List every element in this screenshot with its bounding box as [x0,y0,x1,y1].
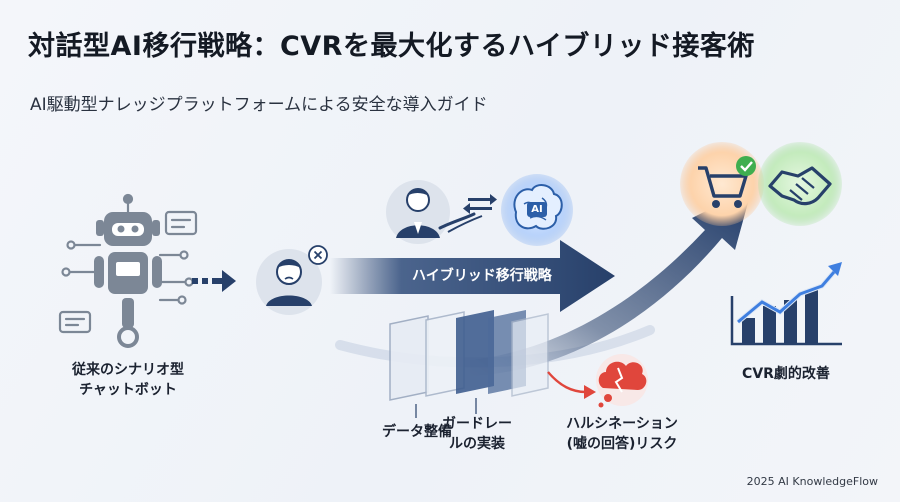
legacy-chatbot-label: 従来のシナリオ型 チャットボット [58,360,198,400]
operator-icon [386,180,483,244]
page-subtitle: AI駆動型ナレッジプラットフォームによる安全な導入ガイド [30,95,488,115]
transition-arrow [192,270,236,292]
hybrid-strategy-label: ハイブリッド移行戦略 [412,268,552,284]
error-icon [308,245,328,265]
data-prep-label: データ整備 [382,424,452,440]
exchange-arrows-icon [463,194,497,214]
guardrail-label: ガードレー ルの実装 [432,414,522,454]
shopping-cart-icon [680,142,764,226]
hallucination-risk-label: ハルシネーション (嘘の回答)リスク [552,414,692,454]
check-icon [736,156,756,176]
guardrail-label-line2: ルの実装 [449,436,505,452]
guardrail-label-line1: ガードレー [442,416,512,432]
hallucination-risk-icon [596,354,648,408]
legacy-chatbot-label-line1: 従来のシナリオ型 [72,362,184,378]
robot-body [94,212,162,348]
risk-arrowhead [584,385,596,399]
frustrated-user-icon [256,249,322,315]
handshake-icon [758,142,842,226]
hybrid-strategy-arrow [330,240,615,312]
ai-badge: AI [531,204,543,215]
hallucination-risk-label-line2: (嘘の回答)リスク [566,436,678,452]
legacy-chatbot-label-line2: チャットボット [79,382,177,398]
ai-brain-icon [501,174,573,246]
growth-chart-icon [730,262,842,346]
robot-icon [58,193,198,334]
hallucination-risk-label-line1: ハルシネーション [566,416,678,432]
filter-panels [389,310,549,401]
risk-deflect-arrow [547,371,587,394]
cvr-improvement-label: CVR劇的改善 [742,366,830,382]
footer-credit: 2025 AI KnowledgeFlow [746,475,878,488]
page-title: 対話型AI移行戦略：CVRを最大化するハイブリッド接客術 [28,31,755,62]
